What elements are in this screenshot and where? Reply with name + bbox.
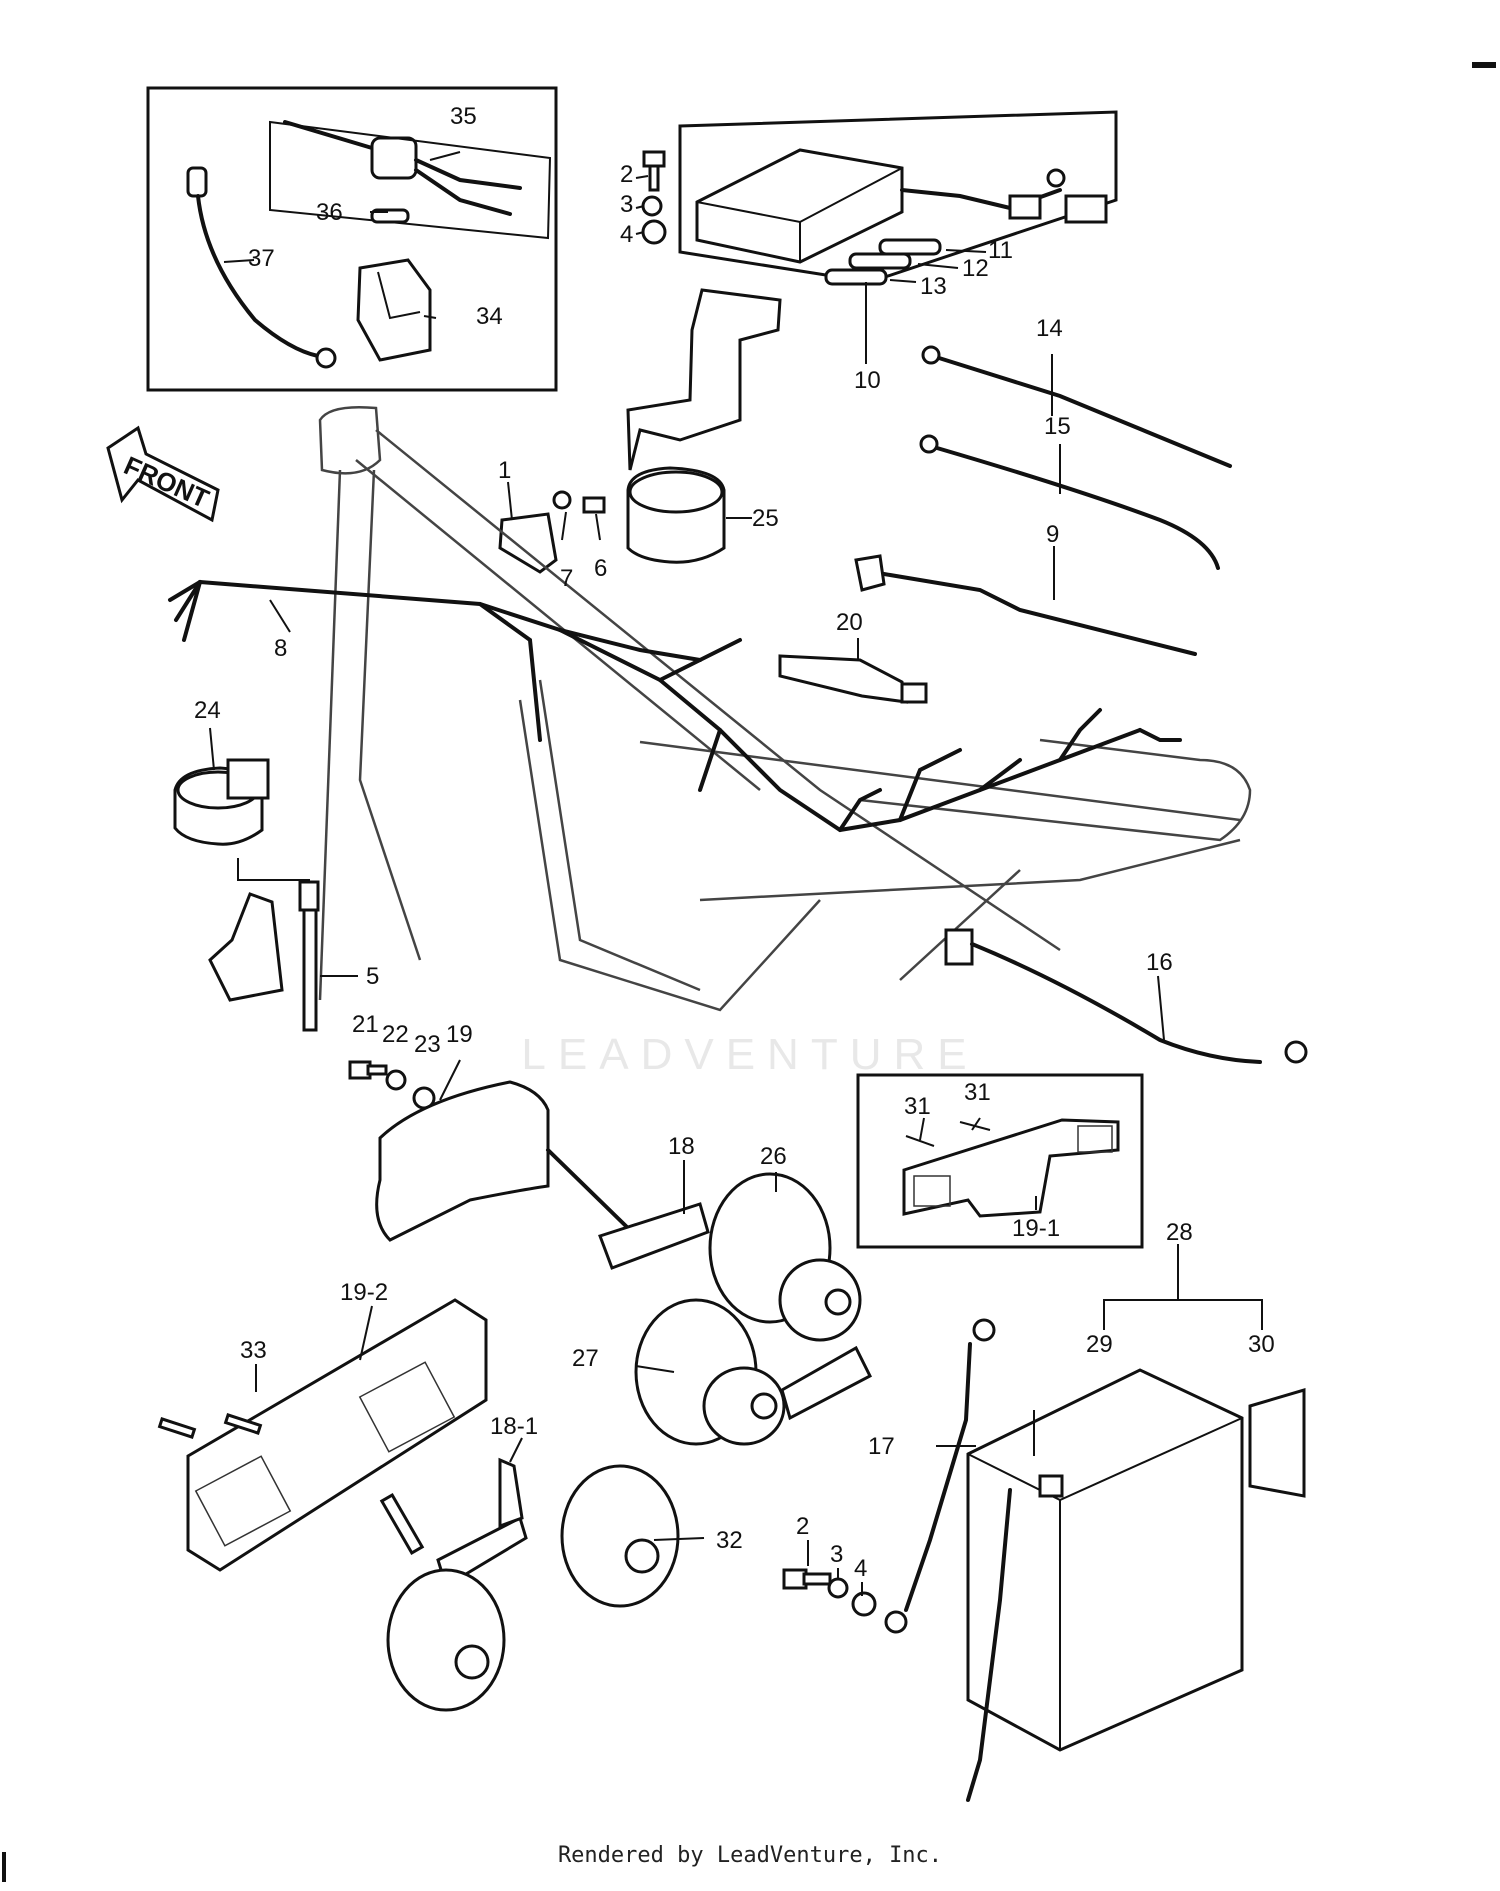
callout-11: 11 bbox=[988, 237, 1013, 264]
callout-3-bottom: 3 bbox=[830, 1541, 843, 1568]
callout-7: 7 bbox=[560, 565, 573, 592]
parts-1-6-7 bbox=[498, 490, 606, 574]
callout-19: 19 bbox=[446, 1021, 473, 1048]
part-29-battery bbox=[966, 1368, 1244, 1802]
callout-21: 21 bbox=[352, 1011, 379, 1038]
parts-2-3-4-fasteners-top bbox=[641, 150, 667, 245]
callout-34: 34 bbox=[476, 303, 503, 330]
edge-mark-top-right bbox=[1472, 62, 1496, 68]
callout-17: 17 bbox=[868, 1433, 895, 1460]
part-37-ground-lead bbox=[186, 166, 337, 369]
callout-4-top: 4 bbox=[620, 221, 633, 248]
front-arrow-label: FRONT bbox=[120, 450, 214, 514]
callout-3-top: 3 bbox=[620, 191, 633, 218]
part-35-sub-harness bbox=[269, 120, 552, 240]
part-24-ignition-switch bbox=[173, 758, 270, 846]
regulator-bracket bbox=[626, 288, 782, 471]
part-18-horn-bracket bbox=[598, 1202, 710, 1270]
part-20-resistor bbox=[778, 654, 928, 704]
part-19-1-reflector-assembly bbox=[902, 1118, 1120, 1218]
callout-30: 30 bbox=[1248, 1331, 1275, 1358]
callout-labels: 35 36 37 34 2 3 4 11 12 13 10 14 15 9 20… bbox=[194, 103, 1275, 1582]
part-19-2-reflector-assembly bbox=[157, 1298, 488, 1572]
callout-16: 16 bbox=[1146, 949, 1173, 976]
part-8-main-harness bbox=[168, 580, 1182, 833]
callout-12: 12 bbox=[962, 255, 989, 282]
callout-2-top: 2 bbox=[620, 161, 633, 188]
callout-27: 27 bbox=[572, 1345, 599, 1372]
front-direction-arrow: FRONT bbox=[106, 425, 220, 523]
edge-mark-bottom-left bbox=[2, 1852, 6, 1882]
part-9-spark-plug-lead bbox=[854, 554, 1197, 656]
callout-18-1: 18-1 bbox=[490, 1413, 538, 1440]
part-14-lead bbox=[921, 345, 1232, 468]
parts-2-3-4-fasteners-bottom bbox=[782, 1568, 877, 1617]
part-5-fuse-holder bbox=[298, 880, 320, 1032]
callout-33: 33 bbox=[240, 1337, 267, 1364]
callout-4-bottom: 4 bbox=[854, 1555, 867, 1582]
inset-box-top-left bbox=[146, 86, 558, 392]
callout-26: 26 bbox=[760, 1143, 787, 1170]
callout-28: 28 bbox=[1166, 1219, 1193, 1246]
callout-10: 10 bbox=[854, 367, 881, 394]
callout-1: 1 bbox=[498, 457, 511, 484]
callout-20: 20 bbox=[836, 609, 863, 636]
callout-6: 6 bbox=[594, 555, 607, 582]
part-30-battery-label bbox=[1248, 1387, 1306, 1498]
callout-35: 35 bbox=[450, 103, 477, 130]
callout-22: 22 bbox=[382, 1021, 409, 1048]
part-17-battery-lead bbox=[884, 1318, 996, 1634]
callout-18: 18 bbox=[668, 1133, 695, 1160]
callout-37: 37 bbox=[248, 245, 275, 272]
part-32-horn bbox=[386, 1464, 680, 1712]
part-34-cover bbox=[356, 258, 432, 362]
part-15-lead bbox=[919, 434, 1220, 570]
callout-2-bottom: 2 bbox=[796, 1513, 809, 1540]
parts-11-13-fuses bbox=[824, 238, 942, 286]
part-5-bracket bbox=[208, 892, 284, 1002]
callout-13: 13 bbox=[920, 273, 947, 300]
callout-9: 9 bbox=[1046, 521, 1059, 548]
part-19-reflector bbox=[375, 1080, 632, 1242]
callout-36: 36 bbox=[316, 199, 343, 226]
part-25-relay bbox=[626, 466, 726, 564]
inset-box-regulator bbox=[678, 110, 1118, 284]
callout-25: 25 bbox=[752, 505, 779, 532]
callout-29: 29 bbox=[1086, 1331, 1113, 1358]
callout-5: 5 bbox=[366, 963, 379, 990]
inset-box-19-1 bbox=[856, 1073, 1144, 1249]
callout-23: 23 bbox=[414, 1031, 441, 1058]
frame-outline bbox=[318, 406, 1252, 1012]
callout-32: 32 bbox=[716, 1527, 743, 1554]
part-26-horn bbox=[708, 1172, 862, 1342]
callout-8: 8 bbox=[274, 635, 287, 662]
callout-31-left: 31 bbox=[904, 1093, 931, 1120]
part-10-junction-box bbox=[695, 148, 1108, 264]
callout-15: 15 bbox=[1044, 413, 1071, 440]
callout-31-right: 31 bbox=[964, 1079, 991, 1106]
parts-21-23-fasteners bbox=[348, 1060, 436, 1110]
callout-19-2: 19-2 bbox=[340, 1279, 388, 1306]
part-18-1-bracket bbox=[379, 1457, 528, 1589]
watermark: LEADVENTURE bbox=[521, 1030, 979, 1079]
callout-24: 24 bbox=[194, 697, 221, 724]
part-27-horn bbox=[634, 1298, 872, 1446]
leader-lines bbox=[209, 151, 1263, 1596]
callout-14: 14 bbox=[1036, 315, 1063, 342]
callout-19-1: 19-1 bbox=[1012, 1215, 1060, 1242]
footer-credit: Rendered by LeadVenture, Inc. bbox=[557, 1843, 943, 1868]
part-16-battery-cable bbox=[944, 928, 1308, 1064]
